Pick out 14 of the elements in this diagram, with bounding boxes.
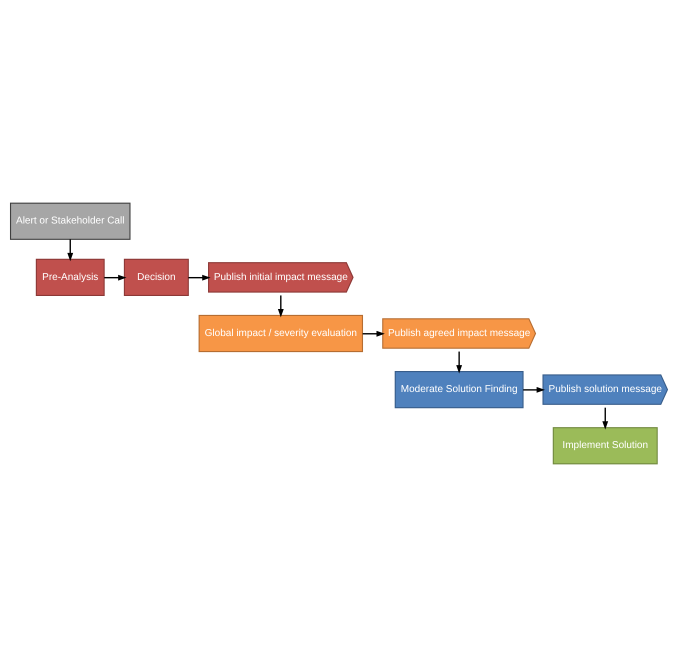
node-box: Implement Solution — [552, 427, 658, 464]
arrow — [602, 408, 608, 430]
node-box: Decision — [124, 258, 189, 296]
arrow — [188, 274, 211, 281]
arrow — [456, 352, 462, 374]
node-box: Global impact / severity evaluation — [198, 314, 364, 352]
arrow — [523, 386, 545, 393]
arrow — [362, 330, 385, 337]
arrow — [278, 295, 284, 318]
node-box: Moderate Solution Finding — [394, 371, 524, 408]
node-box: Alert or Stakeholder Call — [10, 202, 131, 240]
arrow — [67, 239, 74, 262]
arrow — [104, 274, 126, 281]
node-box: Pre-Analysis — [36, 258, 105, 296]
